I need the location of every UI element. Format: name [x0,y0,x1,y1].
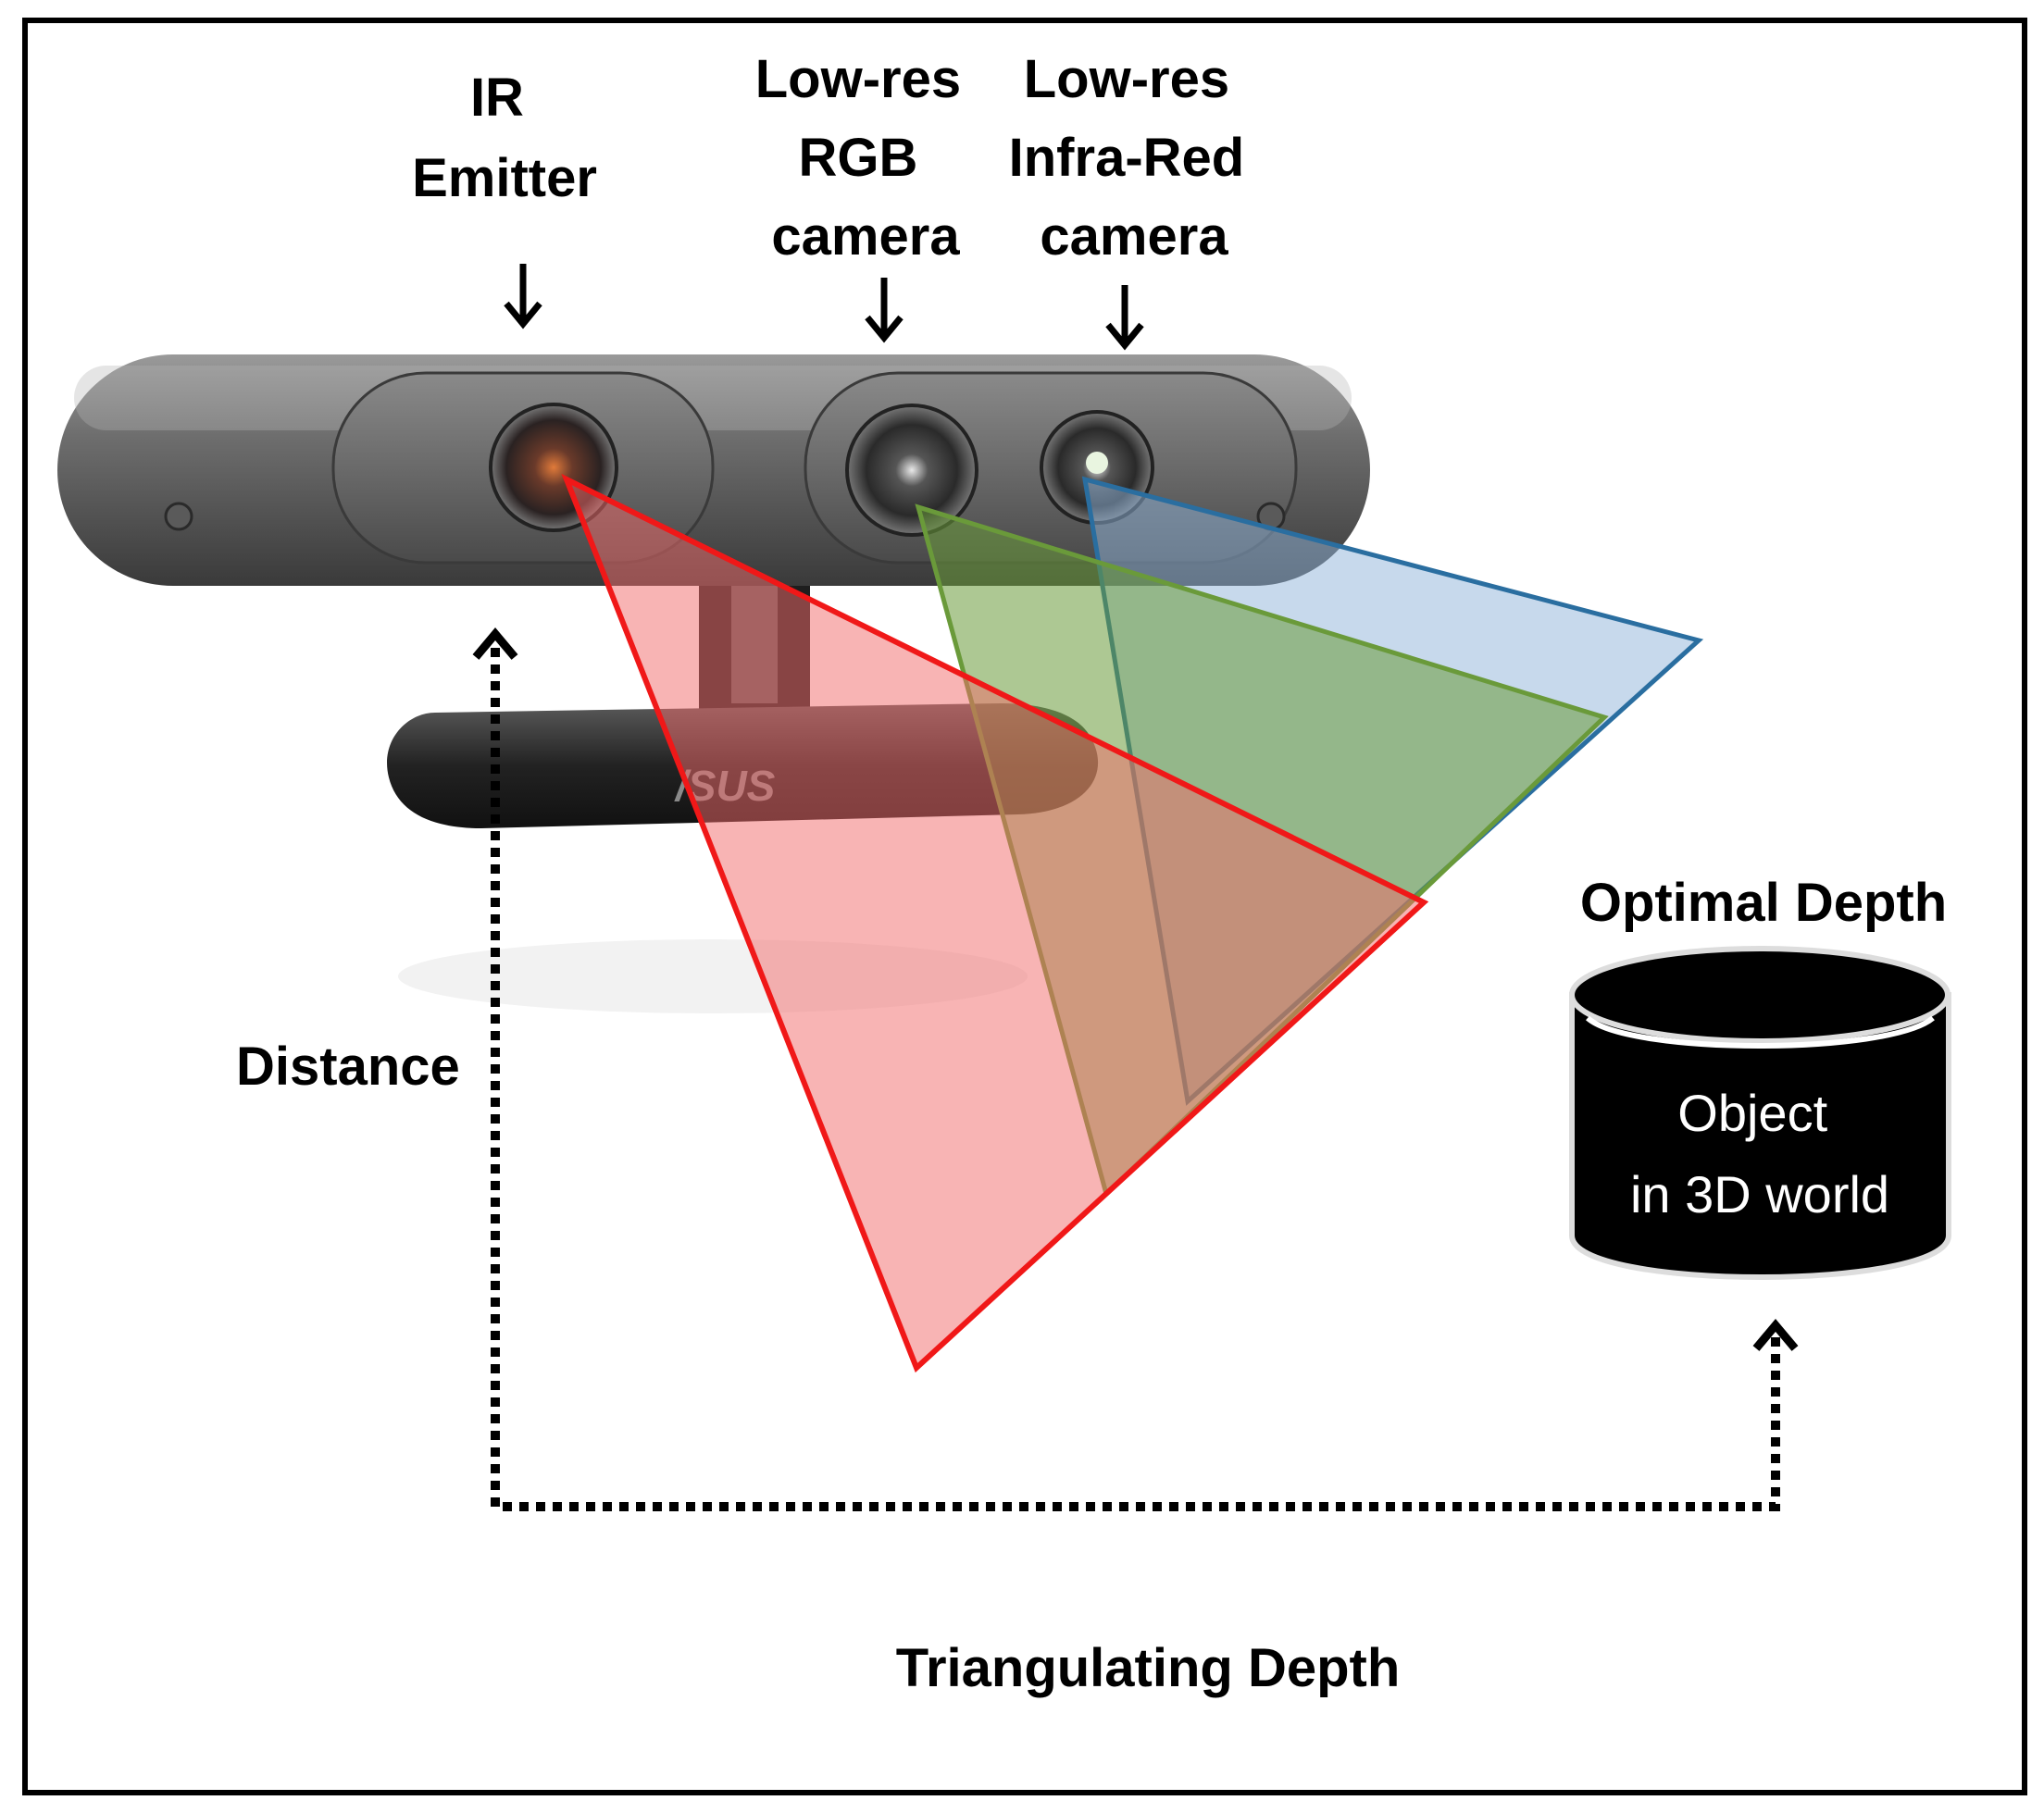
caption-label: Triangulating Depth [896,1638,1401,1698]
screw-left [164,502,193,531]
distance-up-arrowhead [472,627,518,660]
distance-label: Distance [236,1037,460,1097]
down-arrow-emitter [504,264,542,329]
down-arrow-ir-camera [1105,285,1144,351]
distance-dotted-path [491,648,1780,1511]
rgb-camera-lens [845,404,978,537]
object-cylinder [1569,946,1951,1280]
ir-emitter-field-of-view [561,473,1429,1373]
optimal-depth-label: Optimal Depth [1580,873,1947,933]
ir-emitter-label: IR Emitter [412,68,597,208]
object-label: Object in 3D world [1630,1084,1889,1223]
rgb-camera-label: Low-res RGB camera [755,49,977,267]
object-up-arrowhead [1752,1319,1799,1351]
ir-camera-label: Low-res Infra-Red camera [1009,49,1260,267]
down-arrow-rgb [865,278,904,343]
